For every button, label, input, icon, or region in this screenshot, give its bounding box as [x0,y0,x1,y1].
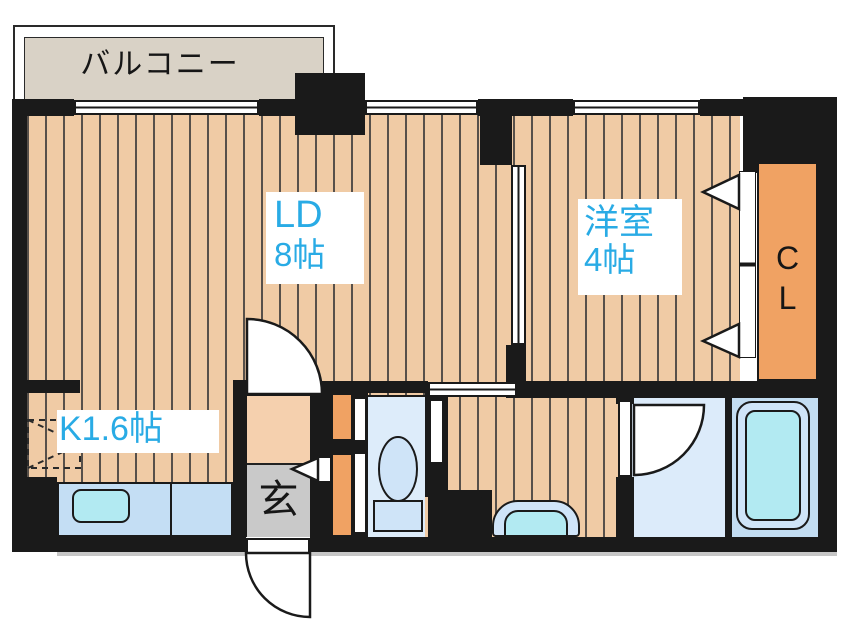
closet-label-l: L [778,280,797,316]
washroom-floor [632,398,725,537]
ld-name: LD [274,194,323,236]
toilet-door-left-lower [354,453,366,533]
kitchen-counter-divider [170,482,172,537]
bathtub-inner [745,410,801,521]
wall-top-4 [700,99,743,116]
wall-mid-a [322,381,428,393]
genkan-step-notch [316,458,330,481]
closet-label: C L [757,238,818,318]
window-ld [365,100,478,115]
toilet-room-floor [366,395,425,537]
entrance-door-arc [244,551,312,619]
shoe-cabinet-lower [331,453,353,537]
wall-bottom-b [310,537,837,552]
ld-door-slab [247,381,322,396]
wall-washer-block [428,490,492,537]
wall-bottom-a [12,537,246,552]
closet-area [757,162,818,381]
hall-floor [247,396,310,465]
wall-top-2 [259,99,295,116]
wall-bathdoor-bottom [616,477,634,537]
toilet-door-right [430,400,443,463]
wall-bath-divider [725,398,732,537]
shoe-cabinet-upper [331,393,353,441]
western-room-label: 洋室 4帖 [578,199,682,295]
sliding-door-hall [428,382,517,397]
kitchen-label: K1.6帖 [57,410,219,453]
wall-pillar [295,73,365,135]
ld-size: 8帖 [274,235,326,273]
living-dining-label: LD 8帖 [266,192,364,284]
balcony-label: バルコニー [80,48,240,81]
wall-top-1 [12,99,74,116]
closet-door-panel [739,171,756,358]
wall-shoe-divider [331,441,353,453]
outer-shadow-bottom [57,552,837,556]
sliding-door-partition [511,165,526,345]
wall-hall-left [233,380,247,537]
wall-right [818,162,837,552]
wall-kitchen-stub [12,380,80,393]
wall-left [12,99,27,552]
washbasin-bowl [504,510,568,537]
entrance-door-slab [246,538,310,554]
genkan-label: 玄 [258,478,299,522]
wall-closet-left-column [743,108,759,173]
closet-label-c: C [775,240,800,276]
window-western [573,100,700,115]
western-name: 洋室 [584,203,655,242]
kitchen-sink-icon [72,489,130,523]
wall-partition-top [480,100,512,165]
toilet-door-left-upper [354,398,366,441]
window-balcony [74,100,259,115]
bathroom-door-slab [618,400,632,477]
western-size: 4帖 [584,241,636,279]
wall-mid-b [517,381,837,398]
